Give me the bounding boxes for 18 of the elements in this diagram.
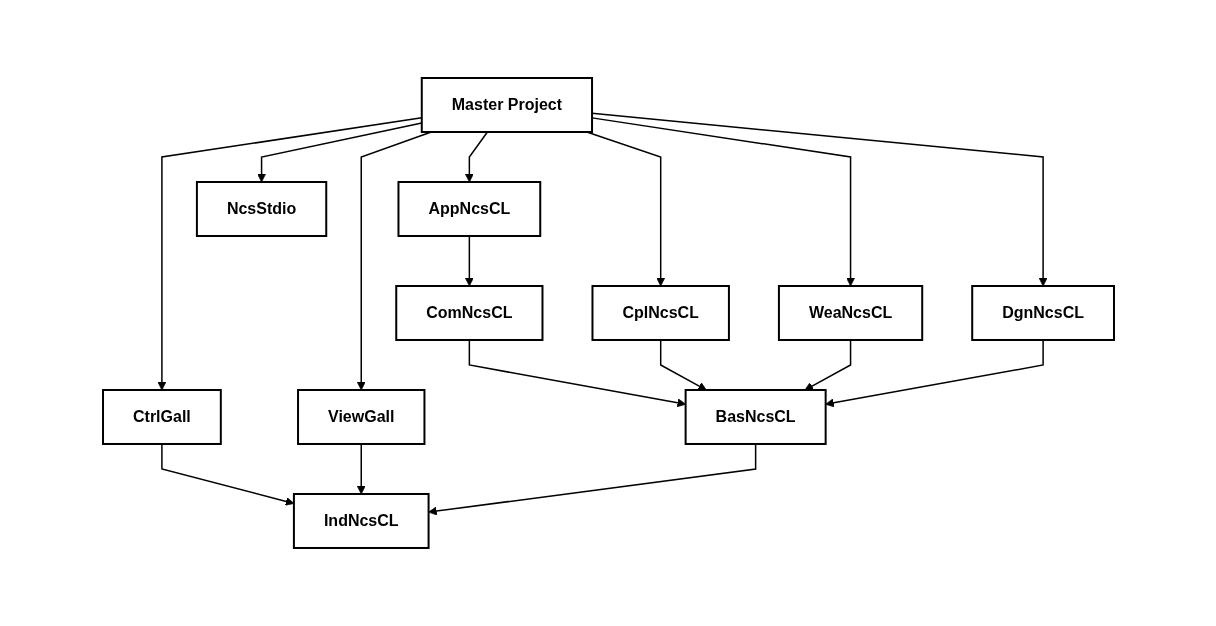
arrow (356, 443, 366, 495)
node-box: AppNcsCL (396, 181, 541, 237)
node-box: DgnNcsCL (970, 285, 1115, 341)
arrow (464, 131, 488, 183)
arrow (464, 235, 474, 287)
node-box: WeaNcsCL (777, 285, 923, 341)
node-box: CplNcsCL (590, 285, 730, 341)
arrow (160, 443, 294, 506)
node-box: IndNcsCL (292, 493, 430, 549)
arrow (659, 339, 707, 391)
node-box: ComNcsCL (394, 285, 543, 341)
node-box: Master Project (420, 77, 593, 133)
node-box: ViewGall (296, 389, 425, 445)
arrow (468, 339, 686, 408)
arrow (804, 339, 851, 391)
node-box: CtrlGall (101, 389, 222, 445)
node-box: BasNcsCL (684, 389, 827, 445)
node-box: NcsStdio (195, 181, 327, 237)
